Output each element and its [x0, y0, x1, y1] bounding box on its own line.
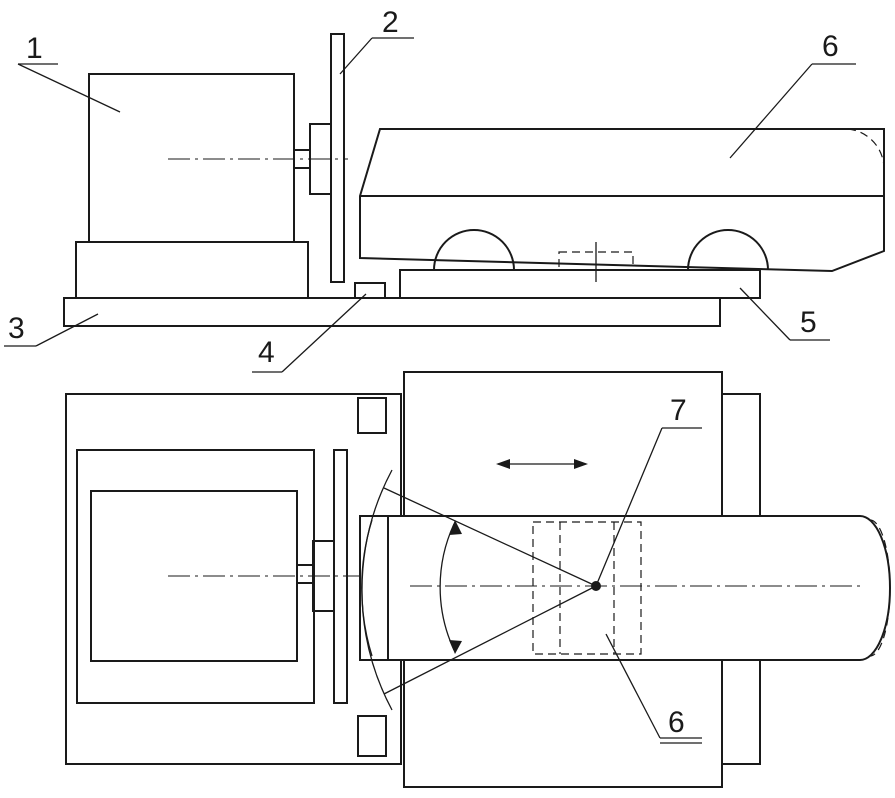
leader-6-bottom	[605, 633, 661, 739]
plan-workpiece-fill	[388, 516, 890, 660]
plan-pivot-hidden-block	[532, 521, 642, 655]
plan-workpiece	[387, 515, 891, 661]
leader-2	[339, 37, 373, 75]
label-3: 3	[8, 312, 25, 345]
workpiece-carriage	[359, 128, 885, 273]
label-6-bottom: 6	[668, 706, 685, 739]
label-6-top: 6	[822, 30, 839, 63]
saw-disc	[330, 33, 345, 283]
carriage-wheel-left	[433, 229, 515, 271]
hidden-pivot-block	[558, 251, 634, 271]
motor-mount	[75, 241, 309, 299]
leader-6-top	[729, 63, 813, 159]
travel-arrow-right-head	[574, 459, 588, 469]
label-1: 1	[26, 32, 43, 65]
rotation-angle-arc	[439, 523, 455, 651]
base-plate	[63, 297, 721, 327]
label-5: 5	[800, 306, 817, 339]
plan-stop-bottom	[357, 715, 387, 757]
rotation-arrow-lower	[449, 640, 462, 654]
motor-body	[88, 73, 295, 243]
travel-arrow-left-head	[496, 459, 510, 469]
swing-line-upper	[383, 487, 597, 587]
plan-stop-top	[357, 397, 387, 434]
rotation-arrow-upper	[449, 520, 462, 535]
leader-4	[281, 293, 367, 373]
leader-1	[17, 63, 121, 113]
leader-7	[595, 427, 663, 587]
plan-view	[65, 371, 891, 788]
leader-5	[739, 287, 791, 341]
label-2: 2	[382, 6, 399, 39]
label-7: 7	[670, 394, 687, 427]
leader-3	[35, 313, 99, 347]
stop-block	[354, 282, 386, 299]
label-4: 4	[258, 336, 275, 369]
side-elevation-view	[63, 33, 885, 327]
plan-workpiece-end-hidden	[869, 519, 891, 657]
carriage-wheel-right	[687, 229, 769, 271]
swing-inner-arc	[361, 519, 373, 657]
slide-plate	[399, 269, 761, 299]
plan-workpiece-end	[359, 515, 389, 661]
callouts: 1 2 6 3 4 5 7 6	[4, 6, 856, 744]
swing-line-lower	[383, 585, 597, 695]
plan-shaft	[296, 564, 314, 584]
carriage-end-hidden-arc	[847, 128, 885, 170]
